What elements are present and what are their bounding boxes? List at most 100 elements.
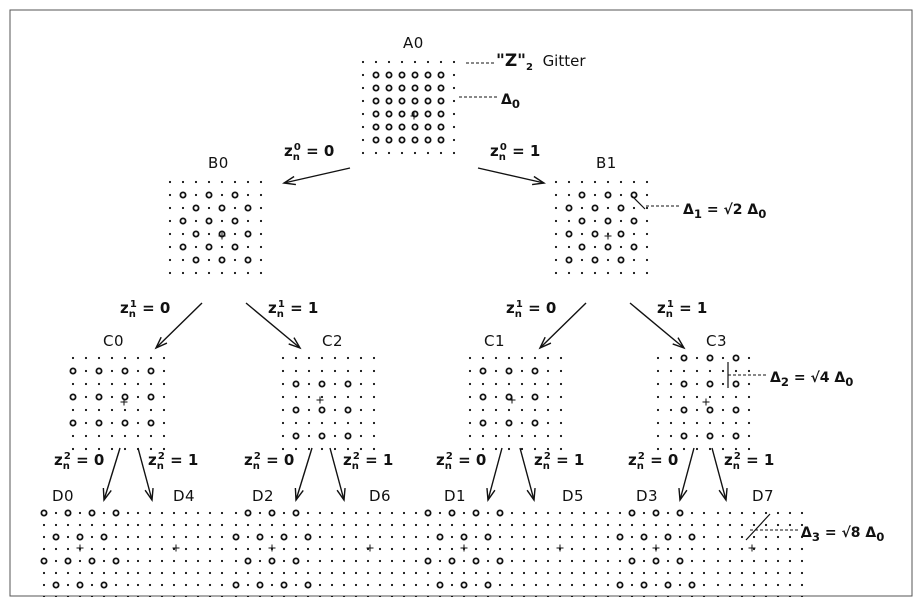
lattice-point [366, 571, 370, 575]
lattice-point [196, 523, 200, 527]
lattice-point [97, 447, 101, 451]
lattice-point [630, 571, 634, 575]
lattice-point [728, 523, 732, 527]
lattice-point [148, 571, 152, 575]
lattice-point-selected [531, 419, 539, 427]
lattice-point [54, 547, 58, 551]
lattice-point-selected [304, 581, 312, 589]
lattice-point [414, 523, 418, 527]
lattice-point-selected [706, 380, 714, 388]
lattice-point [366, 511, 370, 515]
lattice-point [259, 232, 263, 236]
lattice-point [374, 151, 378, 155]
lattice-point [282, 511, 286, 515]
lattice-point [468, 382, 472, 386]
lattice-point [361, 112, 365, 116]
lattice-point [558, 571, 562, 575]
lattice-point [593, 219, 597, 223]
lattice-point [522, 523, 526, 527]
lattice-point [196, 559, 200, 563]
lattice-point [181, 258, 185, 262]
lattice-point [354, 559, 358, 563]
lattice-point [559, 421, 563, 425]
lattice-point [645, 258, 649, 262]
lattice-point [102, 511, 106, 515]
lattice-point [306, 571, 310, 575]
lattice-point [246, 219, 250, 223]
lattice-point [567, 271, 571, 275]
delta-sub: 2 [780, 374, 789, 389]
lattice-point [136, 356, 140, 360]
lattice-name-label: "Z"2 Gitter [496, 53, 586, 73]
center-marker [556, 544, 564, 552]
arrow-A0-B0-head [282, 175, 296, 186]
lattice-point [522, 511, 526, 515]
arrow-B0-C2 [245, 302, 301, 349]
lattice-point [126, 523, 130, 527]
node-label-D1: D1 [444, 487, 467, 505]
lattice-point [184, 511, 188, 515]
lattice-point [378, 511, 382, 515]
lattice-point-selected [292, 557, 300, 565]
lattice-point [716, 535, 720, 539]
lattice-point [618, 571, 622, 575]
lattice-point [282, 523, 286, 527]
center-marker [172, 544, 180, 552]
lattice-point [361, 125, 365, 129]
lattice-point [606, 511, 610, 515]
lattice-point-selected [69, 393, 77, 401]
lattice-point [114, 547, 118, 551]
lattice-point [462, 559, 466, 563]
lattice-point [752, 559, 756, 563]
lattice-point [220, 559, 224, 563]
lattice-point [184, 535, 188, 539]
lattice-point [110, 408, 114, 412]
lattice-point [372, 382, 376, 386]
lattice-point [390, 571, 394, 575]
lattice-point [494, 421, 498, 425]
lattice-point [645, 219, 649, 223]
lattice-point [136, 408, 140, 412]
lattice-point [534, 511, 538, 515]
lattice-point [522, 535, 526, 539]
lattice-point [567, 219, 571, 223]
lattice-point [233, 258, 237, 262]
lattice-point-selected [372, 84, 380, 92]
center-marker [366, 544, 374, 552]
lattice-point [136, 421, 140, 425]
lattice-symbol-sub: 2 [526, 62, 534, 73]
lattice-point [354, 535, 358, 539]
lattice-point [642, 559, 646, 563]
lattice-point [318, 511, 322, 515]
lattice-point [390, 583, 394, 587]
arrow-B1-C3 [629, 302, 685, 349]
node-label-D2: D2 [252, 487, 275, 505]
lattice-point [567, 193, 571, 197]
lattice-point [468, 356, 472, 360]
lattice-point [246, 245, 250, 249]
lattice-point [426, 571, 430, 575]
edge-label-C3-D3: zn2 = 0 [628, 451, 679, 472]
lattice-point [42, 535, 46, 539]
lattice-point [618, 523, 622, 527]
lattice-point [208, 583, 212, 587]
lattice-point-selected [304, 533, 312, 541]
lattice-point [728, 583, 732, 587]
lattice-point-selected [578, 191, 586, 199]
lattice-point [342, 559, 346, 563]
lattice-point-selected [218, 256, 226, 264]
delta-2-label: Δ2 = √4 Δ0 [770, 371, 853, 388]
lattice-point [468, 395, 472, 399]
lattice-point [208, 559, 212, 563]
lattice-point [84, 447, 88, 451]
lattice-point [800, 523, 804, 527]
lattice-point [259, 245, 263, 249]
lattice-point-selected [448, 509, 456, 517]
arrow-group [102, 167, 728, 502]
lattice-point [654, 571, 658, 575]
lattice-point [333, 434, 337, 438]
lattice-point [126, 547, 130, 551]
lattice-point [507, 447, 511, 451]
lattice-point [172, 559, 176, 563]
lattice-point [90, 535, 94, 539]
